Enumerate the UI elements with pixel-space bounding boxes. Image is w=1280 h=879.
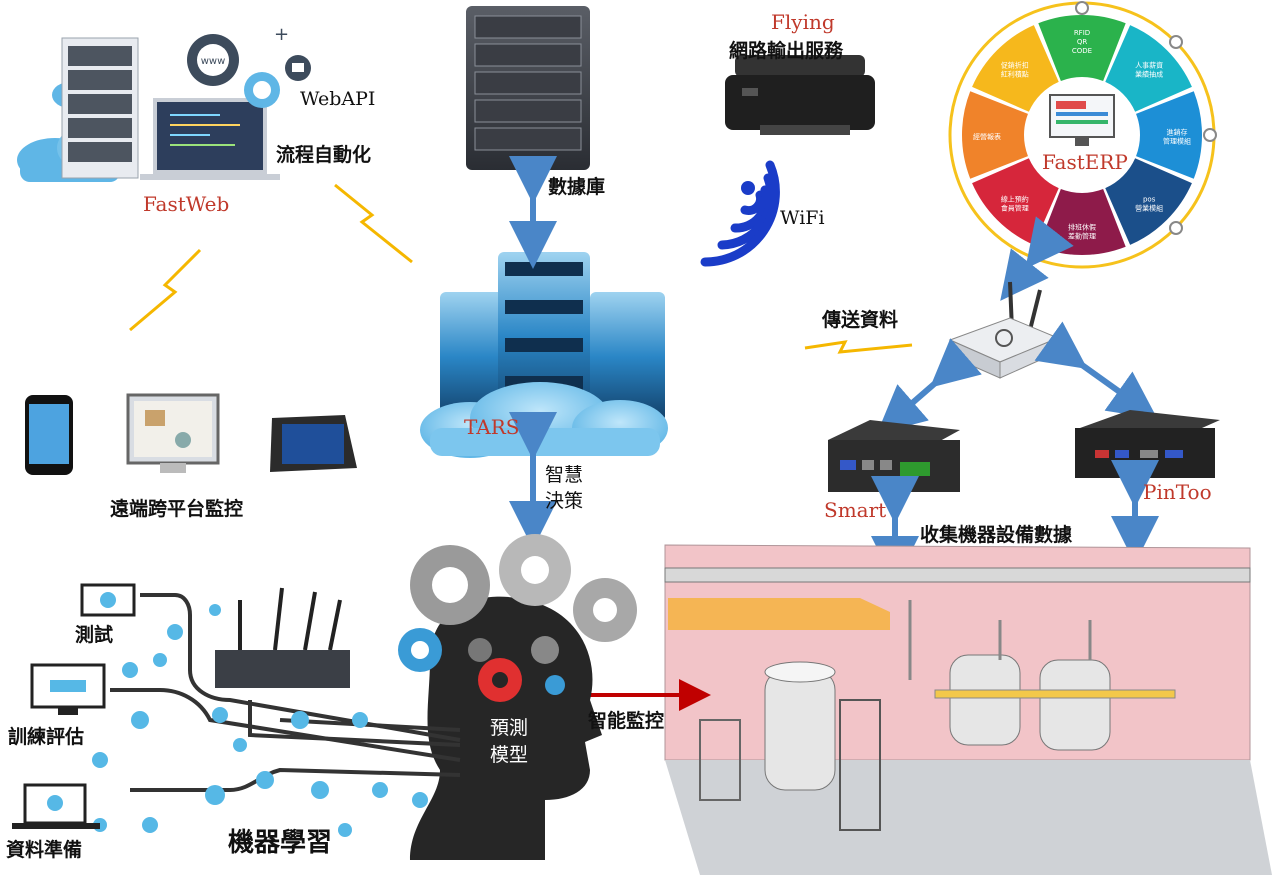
fasterp-wedge bbox=[1105, 158, 1192, 245]
router-pintoo-arrow bbox=[1034, 321, 1158, 419]
gear-icon: + bbox=[187, 24, 311, 108]
ml-network bbox=[110, 593, 461, 792]
fastweb-label: FastWeb bbox=[143, 192, 230, 216]
fasterp-wedge bbox=[961, 91, 1028, 179]
smartphone-icon bbox=[25, 395, 73, 475]
send-data-label: 傳送資料 bbox=[822, 309, 899, 331]
fasterp-wedge-label: 業績抽成 bbox=[1135, 69, 1163, 78]
svg-text:+: + bbox=[274, 24, 289, 45]
remote-monitor-label: 遠端跨平台監控 bbox=[110, 498, 244, 520]
fasterp-wedge-label: 管理模組 bbox=[1163, 137, 1191, 146]
fasterp-wedge-label: 經營報表 bbox=[973, 132, 1001, 141]
fasterp-wedge-label: pos bbox=[1143, 196, 1156, 204]
training-eval-label: 訓練評估 bbox=[8, 726, 85, 748]
erp-router-arrow bbox=[1000, 216, 1074, 301]
smart-decision-label-2: 決策 bbox=[545, 490, 584, 512]
www-text: www bbox=[201, 56, 226, 67]
database-server-icon bbox=[466, 6, 590, 170]
tars-server-cluster bbox=[440, 252, 665, 422]
laptop-icon bbox=[12, 783, 100, 829]
monitor-icon bbox=[126, 393, 220, 473]
router-smart-arrow bbox=[876, 338, 982, 434]
testing-label: 測試 bbox=[75, 624, 114, 646]
server-rack-icon bbox=[61, 37, 139, 179]
prediction-model-label-2: 模型 bbox=[490, 744, 529, 766]
flying-label: Flying bbox=[771, 10, 835, 34]
wifi-label: WiFi bbox=[780, 207, 825, 229]
factory-equipment-icon bbox=[664, 544, 1272, 875]
webapi-label: WebAPI bbox=[300, 88, 376, 110]
fasterp-wedge bbox=[1136, 91, 1202, 179]
monitor-icon bbox=[30, 663, 106, 715]
fasterp-wedge bbox=[972, 25, 1059, 112]
network-output-label: 網路輸出服務 bbox=[729, 40, 844, 62]
fasterp-wedge-label: CODE bbox=[1072, 47, 1092, 55]
fasterp-center-monitor bbox=[1027, 80, 1137, 190]
fasterp-wedge-label: RFID bbox=[1074, 29, 1090, 37]
fasterp-wedge-label: 排班休假 bbox=[1068, 223, 1096, 232]
monitor-icon bbox=[140, 98, 280, 180]
ml-router-icon bbox=[215, 587, 350, 688]
fasterp-wedge-label: 進銷存 bbox=[1167, 128, 1188, 137]
fasterp-wedge bbox=[1038, 15, 1126, 81]
monitor-icon bbox=[80, 583, 136, 617]
fasterp-wedge-label: 會員管理 bbox=[1001, 204, 1029, 213]
lightning-icon bbox=[129, 183, 913, 354]
smart-label: Smart bbox=[824, 498, 887, 522]
tablet-icon bbox=[270, 415, 357, 472]
fasterp-wedge-label: 營業模組 bbox=[1135, 204, 1163, 213]
fasterp-wedge-label: 促銷折扣 bbox=[1001, 60, 1029, 69]
fasterp-wedge-label: 人事薪資 bbox=[1135, 60, 1163, 69]
fasterp-wedge bbox=[1105, 25, 1192, 112]
head-gears-icon bbox=[398, 534, 637, 860]
fasterp-wedge-label: 差勤管理 bbox=[1068, 232, 1096, 241]
mini-pc-icon bbox=[828, 420, 960, 492]
pintoo-label: PinToo bbox=[1143, 480, 1212, 504]
data-prep-label: 資料準備 bbox=[6, 839, 83, 861]
fasterp-wedge-label: 紅利積點 bbox=[1001, 69, 1029, 78]
database-label: 數據庫 bbox=[548, 176, 606, 198]
smart-monitoring-label: 智能監控 bbox=[588, 710, 665, 732]
printer-icon bbox=[725, 55, 875, 135]
fasterp-wedge-label: QR bbox=[1077, 38, 1088, 46]
tars-label: TARS bbox=[464, 415, 520, 439]
smart-decision-label-1: 智慧 bbox=[545, 464, 584, 486]
process-automation-label: 流程自動化 bbox=[276, 144, 372, 166]
collect-data-label: 收集機器設備數據 bbox=[920, 524, 1073, 546]
wifi-icon bbox=[700, 160, 780, 267]
router-icon bbox=[948, 281, 1060, 379]
prediction-model-label-1: 預測 bbox=[490, 717, 529, 739]
machine-learning-label: 機器學習 bbox=[228, 828, 333, 858]
fastweb-illustration: + www bbox=[17, 24, 311, 182]
fasterp-label: FastERP bbox=[1042, 150, 1128, 174]
mini-pc-icon bbox=[1075, 410, 1220, 478]
fasterp-wedge-label: 線上預約 bbox=[1001, 195, 1029, 204]
ml-icons bbox=[92, 604, 428, 837]
